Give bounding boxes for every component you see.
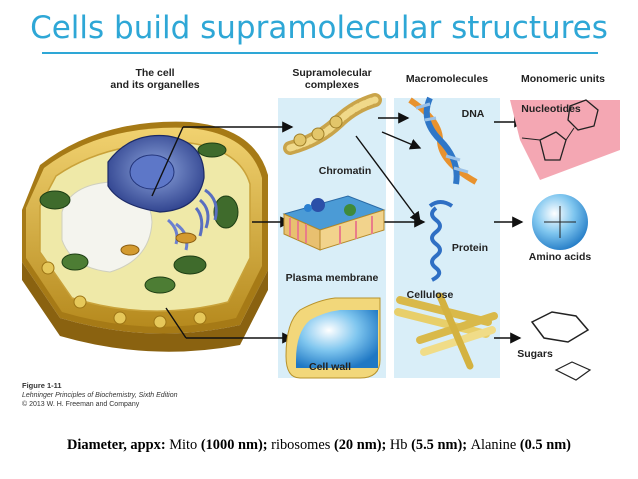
plasma-membrane-illustration xyxy=(282,195,386,251)
plant-cell-illustration xyxy=(22,121,268,352)
label-sugars: Sugars xyxy=(517,348,553,360)
protein-illustration xyxy=(428,200,454,282)
diameter-caption: Diameter, appx: Mito (1000 nm); ribosome… xyxy=(0,437,638,454)
cellulose-illustration xyxy=(394,292,498,370)
caption-part-2: Mito xyxy=(169,437,201,453)
pathway-arrows xyxy=(151,112,526,344)
header-macromolecules: Macromolecules xyxy=(394,73,500,85)
sugar-illustration xyxy=(530,311,592,381)
chromatin-illustration xyxy=(283,93,382,155)
cell-wall-illustration xyxy=(285,297,381,379)
label-plasma-membrane: Plasma membrane xyxy=(285,272,379,284)
caption-part-8: Alanine xyxy=(470,437,520,453)
header-cell-line1: The cell xyxy=(135,67,175,79)
header-supra-line1: Supramolecular xyxy=(292,67,372,79)
dna-illustration xyxy=(408,96,478,185)
page-title: Cells build supramolecular structures xyxy=(30,10,608,46)
header-mono-text: Monomeric units xyxy=(520,73,605,85)
amino-acid-illustration xyxy=(532,194,588,250)
label-amino-acids: Amino acids xyxy=(528,251,592,263)
label-nucleotides: Nucleotides xyxy=(521,103,581,115)
figure-book: Lehninger Principles of Biochemistry, Si… xyxy=(22,392,178,399)
label-chromatin: Chromatin xyxy=(318,165,372,177)
caption-part-3: (1000 nm); xyxy=(200,437,272,453)
label-dna: DNA xyxy=(461,108,485,120)
figure-number: Figure 1-11 xyxy=(22,381,62,390)
header-cell: The cell and its organelles xyxy=(100,67,210,91)
header-monomeric: Monomeric units xyxy=(505,73,621,85)
caption-part-9: (0.5 nm) xyxy=(519,437,571,453)
header-supramolecular: Supramolecular complexes xyxy=(278,67,386,91)
caption-part-1: Diameter, appx: xyxy=(67,437,170,453)
figure-copyright: © 2013 W. H. Freeman and Company xyxy=(22,401,140,408)
label-cellulose: Cellulose xyxy=(406,289,454,301)
title-underline xyxy=(42,52,598,54)
header-cell-line2: and its organelles xyxy=(110,79,200,91)
header-supra-line2: complexes xyxy=(304,79,360,91)
caption-part-5: (20 nm); xyxy=(333,437,390,453)
label-cell-wall: Cell wall xyxy=(308,361,351,373)
caption-part-4: ribosomes xyxy=(271,437,334,453)
figure-credit: Figure 1-11 Lehninger Principles of Bioc… xyxy=(22,381,178,409)
header-macro-text: Macromolecules xyxy=(405,73,489,85)
caption-part-7: (5.5 nm); xyxy=(411,437,471,453)
caption-part-6: Hb xyxy=(389,437,412,453)
label-protein: Protein xyxy=(451,242,489,254)
nucleotide-illustration xyxy=(510,99,620,180)
